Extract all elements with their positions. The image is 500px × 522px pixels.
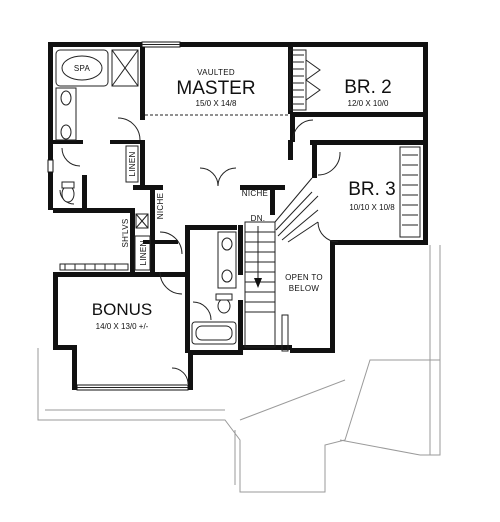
br3-room-dims: 10/10 X 10/8: [349, 203, 395, 212]
open-below-label-line1: OPEN TO: [285, 273, 323, 282]
niche-label-master: NICHE: [242, 189, 268, 198]
br3-room-name: BR. 3: [348, 179, 396, 200]
br2-room-dims: 12/0 X 10/0: [348, 99, 389, 108]
master-vaulted-note: VAULTED: [197, 68, 235, 77]
linen-label-bath: LINEN: [128, 151, 137, 176]
shelves-label: SH'LVS: [121, 219, 130, 248]
bath-fixtures: [55, 49, 237, 345]
br2-room-name: BR. 2: [344, 77, 392, 98]
spa-label: SPA: [74, 64, 91, 73]
linen-label-hall: LINEN: [139, 240, 148, 265]
windows: [47, 41, 189, 391]
stairs: [244, 177, 319, 352]
master-room-dims: 15/0 X 14/8: [196, 99, 237, 108]
interior-walls: [48, 42, 425, 353]
niche-label-hall: NICHE: [156, 193, 165, 219]
closets: [59, 49, 421, 271]
stair-down-label: DN.: [251, 214, 266, 223]
roof-outline: [37, 245, 441, 493]
room-labels: VAULTED MASTER 15/0 X 14/8 BR. 2 12/0 X …: [74, 64, 396, 331]
bonus-room-dims: 14/0 X 13/0 +/-: [96, 322, 149, 331]
open-below-label-line2: BELOW: [289, 284, 320, 293]
bonus-room-name: BONUS: [92, 300, 152, 319]
master-room-name: MASTER: [176, 78, 255, 99]
